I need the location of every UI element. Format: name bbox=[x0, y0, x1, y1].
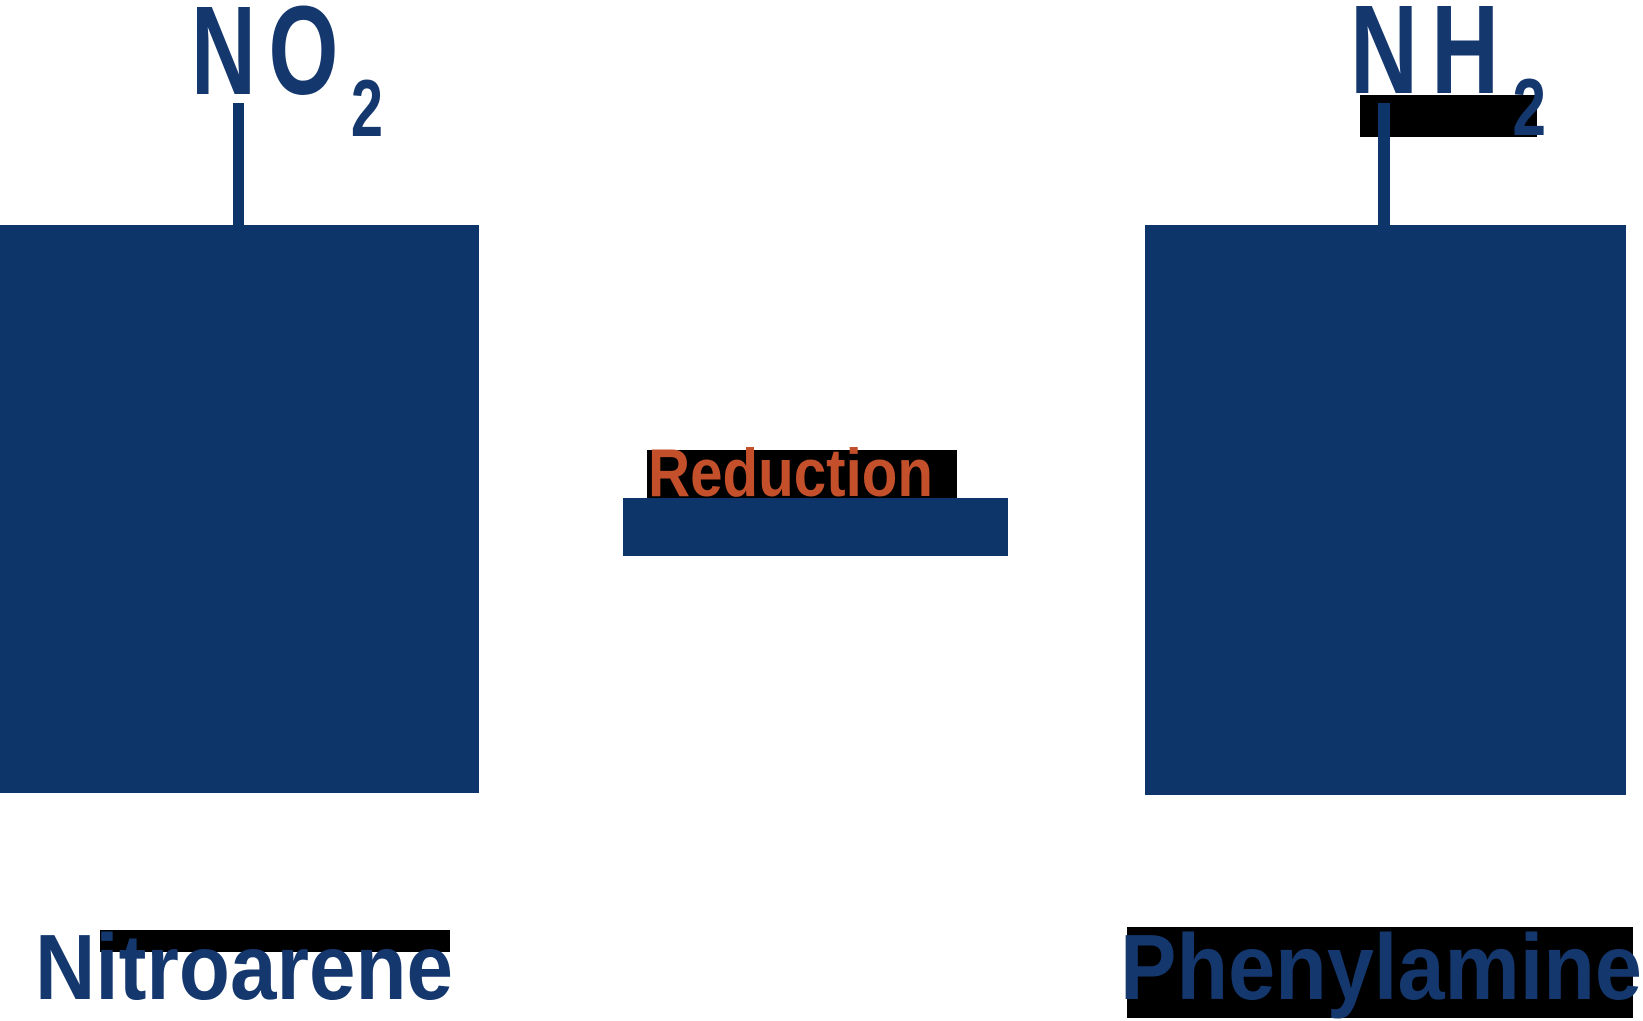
nitroarene-highlight-box bbox=[100, 930, 450, 952]
product-ring-block bbox=[1145, 225, 1626, 795]
nh2-symbol: NH bbox=[1350, 0, 1513, 120]
reaction-arrow-bar bbox=[623, 498, 1008, 556]
phenylamine-highlight-box bbox=[1127, 927, 1633, 1018]
no2-group-label: NO2 bbox=[191, 0, 383, 150]
no2-symbol: NO bbox=[191, 0, 351, 121]
reduction-highlight-box bbox=[647, 450, 957, 498]
reduction-label: Reduction bbox=[648, 435, 933, 511]
reactant-name-label: Nitroarene bbox=[35, 915, 453, 1019]
nh2-group-label: NH2 bbox=[1350, 0, 1546, 149]
nh2-subscript: 2 bbox=[1512, 63, 1546, 153]
reactant-bond-line bbox=[233, 103, 244, 225]
reactant-ring-block bbox=[0, 225, 479, 793]
product-bond-line bbox=[1378, 103, 1390, 225]
no2-subscript: 2 bbox=[350, 64, 383, 154]
product-name-label: Phenylamine bbox=[1120, 915, 1642, 1019]
